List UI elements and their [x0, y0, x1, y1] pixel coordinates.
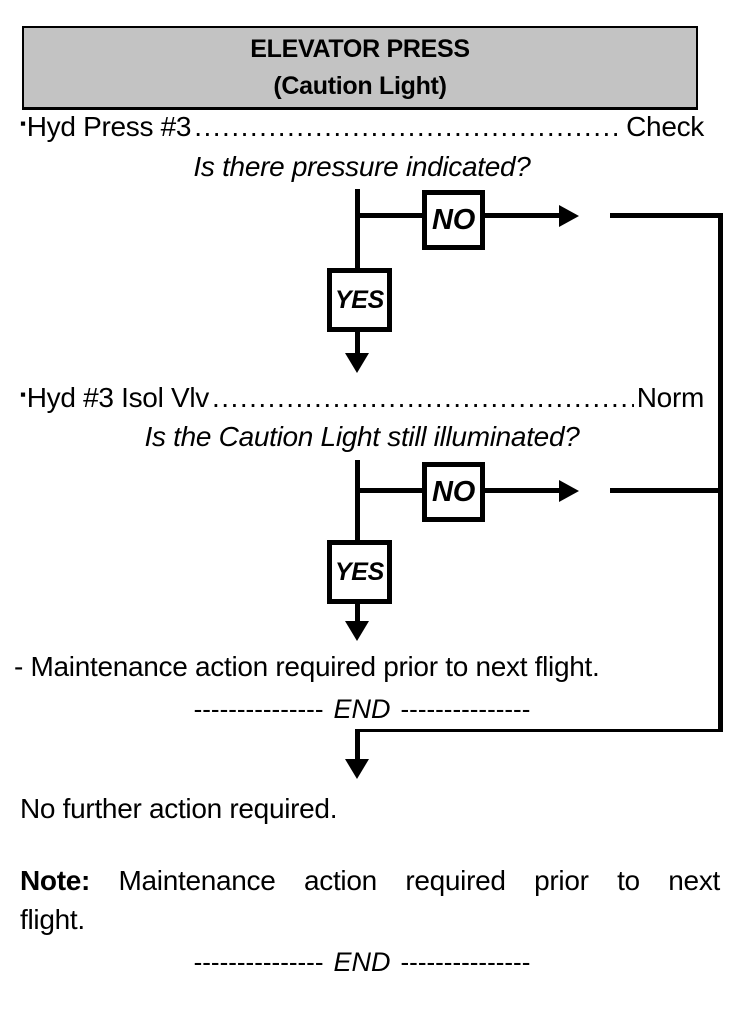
note-line-2: flight.: [20, 904, 85, 935]
no-branch-line-2: [357, 488, 423, 493]
maintenance-outcome-text: - Maintenance action required prior to n…: [14, 651, 600, 682]
end-marker-1: --------------- END ---------------: [0, 694, 724, 725]
checklist-action: Check: [626, 111, 704, 142]
end-word: END: [333, 947, 391, 977]
right-arrowhead-1: [559, 205, 579, 227]
checklist-label: Hyd #3 Isol Vlv: [26, 382, 210, 413]
down-arrowhead-3: [345, 759, 369, 779]
yes-label: YES: [334, 285, 385, 314]
procedure-subtitle: (Caution Light): [273, 71, 447, 100]
decision-question-2: Is the Caution Light still illuminated?: [144, 421, 580, 452]
yes-label: YES: [334, 557, 385, 586]
no-rail-link-2: [610, 488, 723, 493]
no-arrow-shaft-2: [485, 488, 559, 493]
note-text: Maintenance action required prior to nex…: [118, 865, 721, 896]
no-label: NO: [432, 203, 475, 236]
right-arrowhead-2: [559, 480, 579, 502]
end-word: END: [333, 694, 391, 724]
checklist-action: Norm: [636, 382, 705, 413]
no-further-action-text: No further action required.: [20, 793, 338, 824]
yes-box-1: YES: [327, 268, 392, 332]
decision-stem-1: [355, 189, 360, 271]
no-label: NO: [432, 475, 475, 508]
decision-question-1: Is there pressure indicated?: [193, 151, 531, 182]
end-marker-2: --------------- END ---------------: [0, 947, 724, 978]
return-arrow-shaft: [355, 729, 360, 760]
yes-arrow-shaft-1: [355, 332, 360, 354]
no-box-1: NO: [422, 190, 485, 250]
no-rail-link-1: [610, 213, 723, 218]
checklist-item-hyd-press-3: ▪ Hyd Press #3 .........................…: [20, 111, 704, 143]
checklist-label: Hyd Press #3: [26, 111, 192, 142]
yes-box-2: YES: [327, 540, 392, 604]
no-branch-line-1: [357, 213, 423, 218]
right-rail-line: [718, 213, 723, 732]
down-arrowhead-2: [345, 621, 369, 641]
square-bullet-icon: ▪: [20, 114, 26, 133]
leader-dots: ........................................…: [194, 111, 624, 142]
checklist-item-hyd-3-isol-vlv: ▪ Hyd #3 Isol Vlv ......................…: [20, 382, 704, 414]
end-dashes-right: ---------------: [400, 947, 531, 977]
note-block: Note: Maintenance action required prior …: [20, 861, 720, 939]
end-dashes-left: ---------------: [193, 694, 324, 724]
down-arrowhead-1: [345, 353, 369, 373]
end-dashes-left: ---------------: [193, 947, 324, 977]
yes-arrow-shaft-2: [355, 604, 360, 622]
leader-dots: ........................................…: [211, 382, 634, 413]
note-line-1: Note: Maintenance action required prior …: [20, 861, 720, 900]
note-label: Note:: [20, 865, 91, 896]
square-bullet-icon: ▪: [20, 385, 26, 404]
decision-stem-2: [355, 460, 360, 542]
end-dashes-right: ---------------: [400, 694, 531, 724]
procedure-title-box: ELEVATOR PRESS (Caution Light): [22, 26, 698, 110]
no-arrow-shaft-1: [485, 213, 559, 218]
no-box-2: NO: [422, 462, 485, 522]
procedure-title: ELEVATOR PRESS: [250, 34, 470, 63]
return-connector-line: [357, 729, 723, 732]
